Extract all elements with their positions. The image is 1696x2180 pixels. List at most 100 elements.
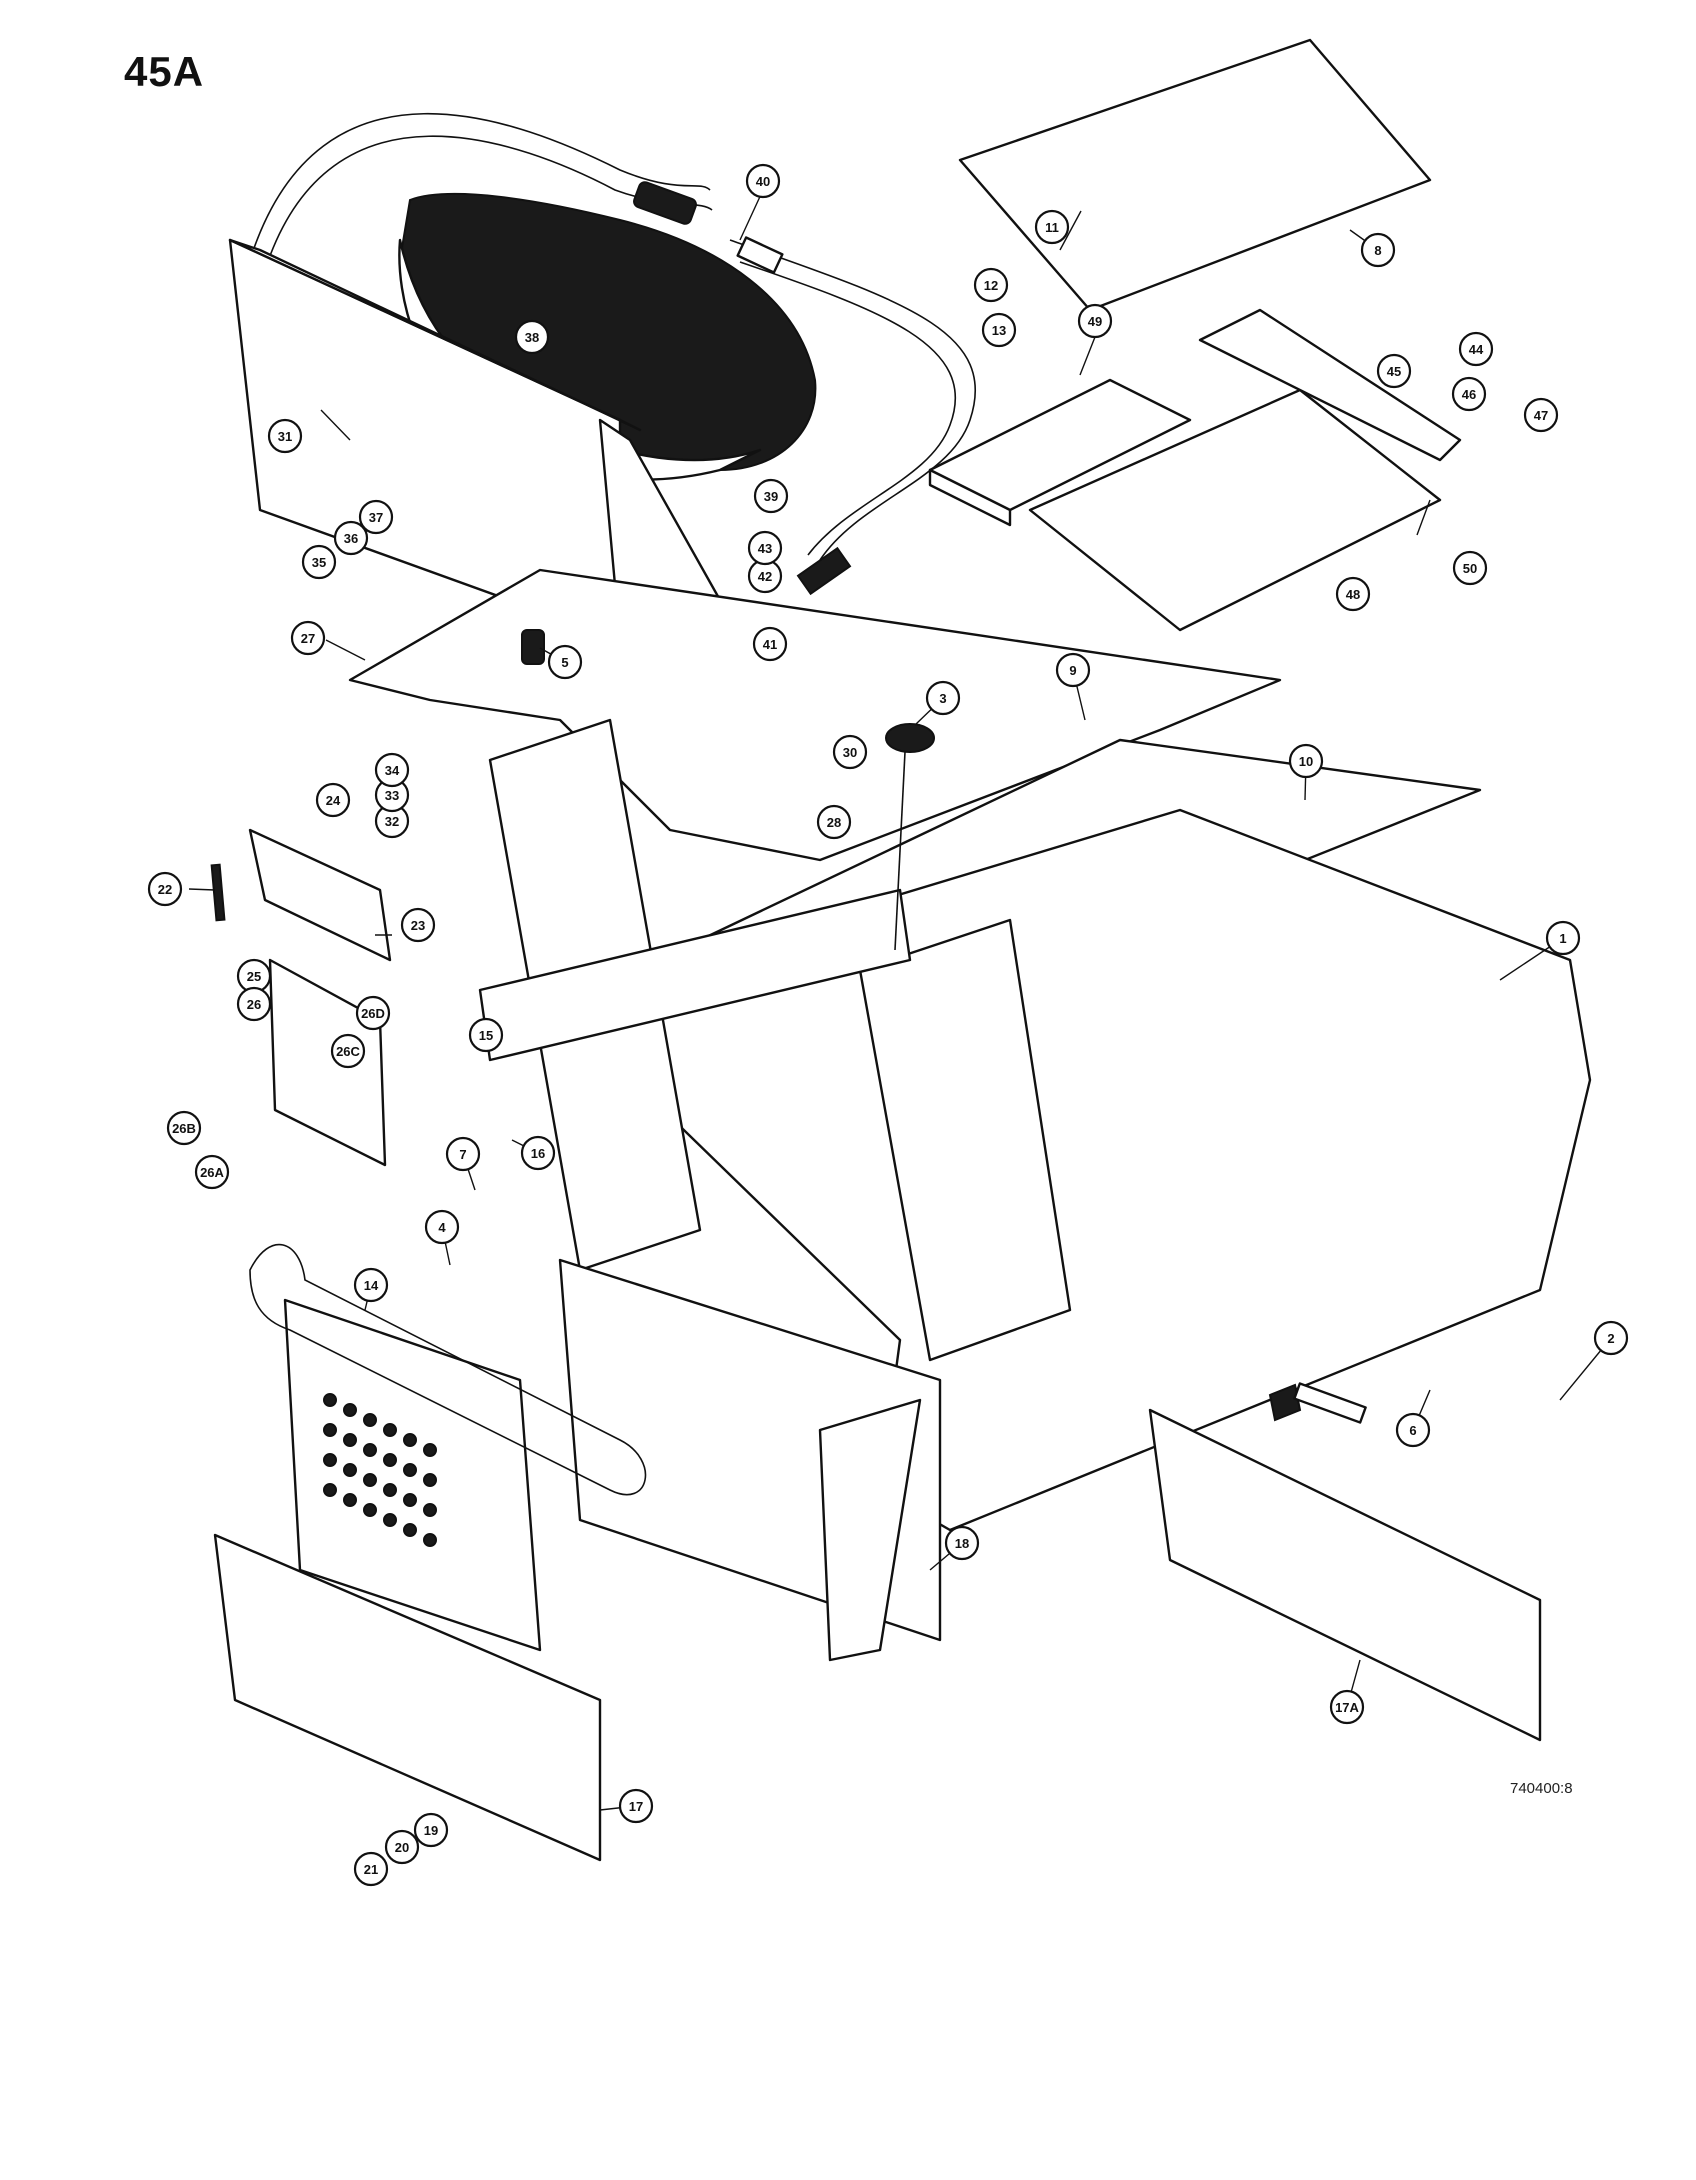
callouts: 1 2 3 4 5 6 7 8 9 10 11 12 13 14 15 16 1… <box>147 163 1629 1887</box>
callout-35: 35 <box>301 544 337 580</box>
callout-22: 22 <box>147 871 183 907</box>
svg-text:34: 34 <box>385 763 400 778</box>
svg-text:2: 2 <box>1607 1331 1614 1346</box>
panel-8 <box>958 38 1432 312</box>
callout-15: 15 <box>468 1017 504 1053</box>
callout-41: 41 <box>752 626 788 662</box>
seat-assembly <box>228 192 817 642</box>
callout-19: 19 <box>413 1812 449 1848</box>
svg-text:30: 30 <box>843 745 857 760</box>
svg-text:43: 43 <box>758 541 772 556</box>
svg-text:12: 12 <box>984 278 998 293</box>
callout-40: 40 <box>745 163 781 199</box>
callout-5: 5 <box>547 644 583 680</box>
callout-17: 17 <box>618 1788 654 1824</box>
bolt-2 <box>1268 1382 1367 1424</box>
svg-text:17A: 17A <box>1335 1700 1359 1715</box>
callout-4: 4 <box>424 1209 460 1245</box>
svg-text:7: 7 <box>459 1147 466 1162</box>
svg-text:18: 18 <box>955 1536 969 1551</box>
svg-text:44: 44 <box>1469 342 1484 357</box>
callout-43: 43 <box>747 530 783 566</box>
callout-10: 10 <box>1288 743 1324 779</box>
callout-30: 30 <box>832 734 868 770</box>
svg-text:38: 38 <box>525 330 539 345</box>
svg-text:35: 35 <box>312 555 326 570</box>
callout-49: 49 <box>1077 303 1113 339</box>
callout-48: 48 <box>1335 576 1371 612</box>
callout-20: 20 <box>384 1829 420 1865</box>
svg-text:45: 45 <box>1387 364 1401 379</box>
cap-5 <box>521 629 545 665</box>
callout-18: 18 <box>944 1525 980 1561</box>
callout-14: 14 <box>353 1267 389 1303</box>
svg-text:36: 36 <box>344 531 358 546</box>
callout-45: 45 <box>1376 353 1412 389</box>
svg-text:26D: 26D <box>361 1006 385 1021</box>
callout-34: 34 <box>374 752 410 788</box>
callout-7: 7 <box>445 1136 481 1172</box>
svg-text:48: 48 <box>1346 587 1360 602</box>
svg-text:26C: 26C <box>336 1044 360 1059</box>
svg-text:3: 3 <box>939 691 946 706</box>
counterweight-17 <box>213 1533 602 1862</box>
svg-text:9: 9 <box>1069 663 1076 678</box>
callout-11: 11 <box>1034 209 1070 245</box>
svg-text:25: 25 <box>247 969 261 984</box>
callout-27: 27 <box>290 620 326 656</box>
pin-22 <box>210 863 226 922</box>
svg-text:14: 14 <box>364 1278 379 1293</box>
callout-39: 39 <box>753 478 789 514</box>
side-covers <box>210 828 392 1167</box>
callout-3: 3 <box>925 680 961 716</box>
grille-holes <box>323 1393 437 1547</box>
dipstick <box>521 629 935 951</box>
page-number: 45A <box>124 48 205 95</box>
right-post <box>858 918 1072 1362</box>
svg-text:11: 11 <box>1045 220 1059 235</box>
callout-17A: 17A <box>1329 1689 1365 1725</box>
top-panels <box>928 38 1462 632</box>
callout-25: 25 <box>236 958 272 994</box>
svg-text:24: 24 <box>326 793 341 808</box>
svg-text:13: 13 <box>992 323 1006 338</box>
side-plate <box>818 1398 922 1662</box>
svg-text:19: 19 <box>424 1823 438 1838</box>
svg-text:37: 37 <box>369 510 383 525</box>
svg-text:27: 27 <box>301 631 315 646</box>
callout-26A: 26A <box>194 1154 230 1190</box>
callout-36: 36 <box>333 520 369 556</box>
counterweights <box>213 1408 1542 1862</box>
svg-text:16: 16 <box>531 1146 545 1161</box>
drawing-code: 740400:8 <box>1510 1780 1573 1797</box>
svg-text:32: 32 <box>385 814 399 829</box>
svg-text:26: 26 <box>247 997 261 1012</box>
svg-text:40: 40 <box>756 174 770 189</box>
callout-21: 21 <box>353 1851 389 1887</box>
svg-text:23: 23 <box>411 918 425 933</box>
plate-26A <box>268 958 387 1167</box>
callout-37: 37 <box>358 499 394 535</box>
svg-text:50: 50 <box>1463 561 1477 576</box>
counterweight-17A <box>1148 1408 1542 1742</box>
svg-text:1: 1 <box>1559 931 1566 946</box>
svg-text:31: 31 <box>278 429 292 444</box>
callout-16: 16 <box>520 1135 556 1171</box>
callout-26D: 26D <box>355 995 391 1031</box>
plate-23 <box>248 828 392 962</box>
callout-23: 23 <box>400 907 436 943</box>
front-guard <box>249 1243 647 1652</box>
svg-text:26B: 26B <box>172 1121 196 1136</box>
callout-28: 28 <box>816 804 852 840</box>
svg-text:22: 22 <box>158 882 172 897</box>
svg-text:49: 49 <box>1088 314 1102 329</box>
callout-6: 6 <box>1395 1412 1431 1448</box>
svg-text:8: 8 <box>1374 243 1381 258</box>
svg-text:6: 6 <box>1409 1423 1416 1438</box>
seat-belt <box>249 112 976 596</box>
svg-text:26A: 26A <box>200 1165 224 1180</box>
svg-text:47: 47 <box>1534 408 1548 423</box>
svg-text:10: 10 <box>1299 754 1313 769</box>
svg-text:5: 5 <box>561 655 568 670</box>
